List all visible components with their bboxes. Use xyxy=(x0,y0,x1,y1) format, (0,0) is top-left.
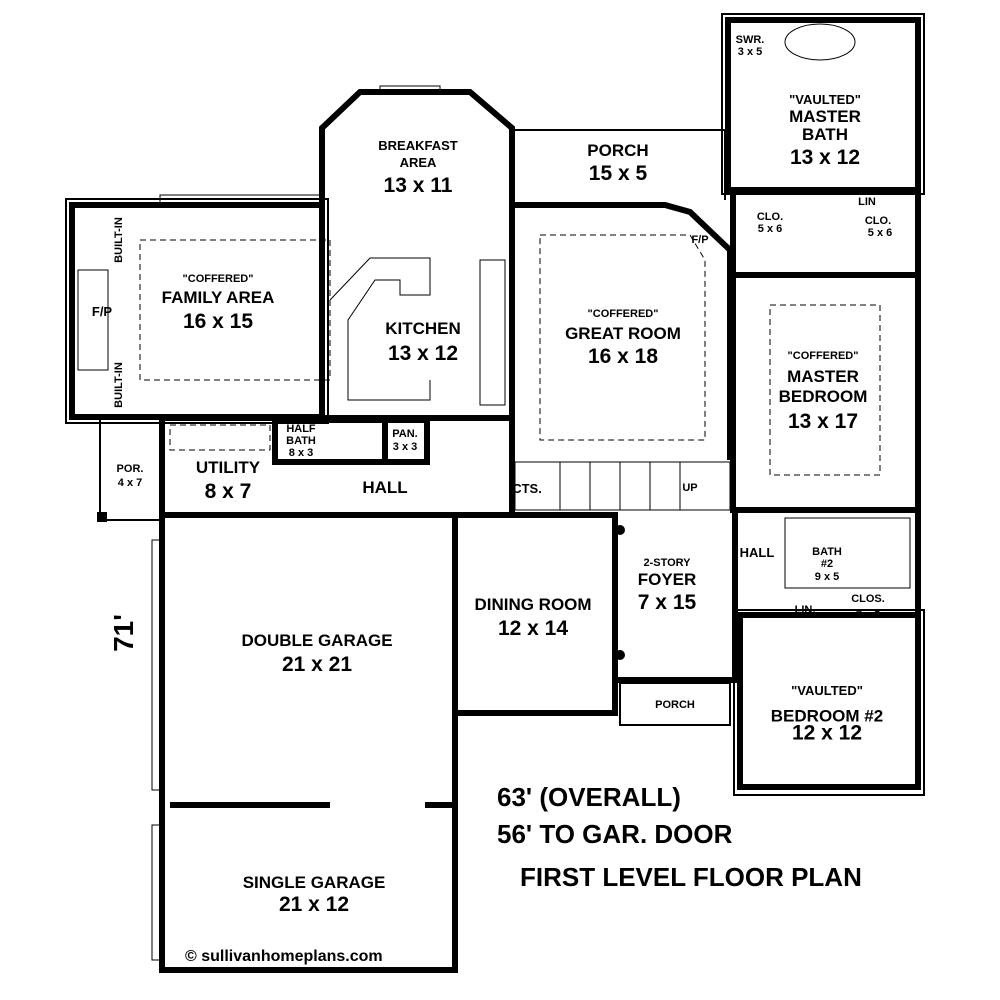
kitchen-size: 13 x 12 xyxy=(388,342,458,365)
hall2-label: HALL xyxy=(740,545,775,560)
great-size: 16 x 18 xyxy=(588,345,658,368)
master-bed-name2: BEDROOM xyxy=(779,387,868,406)
bed2-name: BEDROOM #2 xyxy=(771,706,883,725)
master-bed-name: MASTER xyxy=(787,367,859,386)
master-bath-name: MASTER xyxy=(789,107,861,126)
single-garage-size: 21 x 12 xyxy=(279,893,349,916)
master-bed-size: 13 x 17 xyxy=(788,410,858,433)
rear-porch-name: PORCH xyxy=(587,141,648,160)
overall-dimension: 63' (OVERALL) xyxy=(497,782,681,812)
pan-name: PAN. xyxy=(392,428,417,440)
double-garage-size: 21 x 21 xyxy=(282,653,352,676)
lin2-label: LIN. xyxy=(795,604,816,616)
master-bath-note: "VAULTED" xyxy=(789,92,861,107)
family-area-outline xyxy=(65,198,329,424)
bath2-fixtures xyxy=(784,517,911,589)
labels: BUILT-IN BUILT-IN F/P "COFFERED" FAMILY … xyxy=(92,34,892,965)
coffer-family xyxy=(139,239,331,381)
foyer-size: 7 x 15 xyxy=(638,591,697,614)
garage-door-double[interactable] xyxy=(151,539,163,791)
clo2-name: CLO. xyxy=(865,215,891,227)
window xyxy=(379,85,441,95)
half-bath-name2: BATH xyxy=(286,435,316,447)
clos-name: CLOS. xyxy=(851,593,885,605)
great-note: "COFFERED" xyxy=(588,308,659,320)
fireplace-left xyxy=(77,269,109,371)
double-garage-name: DOUBLE GARAGE xyxy=(241,631,392,650)
pantry-walls xyxy=(382,417,430,465)
garage-door-dimension: 56' TO GAR. DOOR xyxy=(497,819,733,849)
foyer-walls xyxy=(612,510,738,683)
copyright: © sullivanhomeplans.com xyxy=(185,948,383,965)
utility-size: 8 x 7 xyxy=(205,480,252,503)
bath2-name2: #2 xyxy=(821,558,833,570)
clo1-name: CLO. xyxy=(757,211,783,223)
stairs xyxy=(514,461,731,511)
bed2-note: "VAULTED" xyxy=(791,683,863,698)
clo2-size: 5 x 6 xyxy=(868,227,892,239)
foyer-note: 2-STORY xyxy=(643,557,691,569)
master-bath-name2: BATH xyxy=(802,125,848,144)
breakfast-size: 13 x 11 xyxy=(384,174,453,197)
front-porch-label: PORCH xyxy=(655,699,695,711)
swr-name: SWR. xyxy=(736,34,765,46)
dining-size: 12 x 14 xyxy=(498,617,568,640)
foyer-name: FOYER xyxy=(638,570,697,589)
great-name: GREAT ROOM xyxy=(565,324,681,343)
breakfast-walls xyxy=(319,89,515,210)
cts-label: CTS. xyxy=(512,481,542,496)
half-bath-name: HALF xyxy=(286,423,316,435)
swr-size: 3 x 5 xyxy=(738,46,762,58)
clos-size: 7 x 2 xyxy=(856,609,880,621)
front-porch-outline xyxy=(619,682,731,726)
breakfast-name2: AREA xyxy=(400,155,437,170)
family-size: 16 x 15 xyxy=(183,310,253,333)
fp-great-label: F/P xyxy=(691,234,708,246)
bath2-size: 9 x 5 xyxy=(815,571,839,583)
lin1-label: LIN xyxy=(858,196,876,208)
master-bed-note: "COFFERED" xyxy=(788,350,859,362)
kitchen-name: KITCHEN xyxy=(385,319,461,338)
rear-porch-size: 15 x 5 xyxy=(589,162,648,185)
por-name: POR. xyxy=(117,463,144,475)
stair-treads xyxy=(559,462,681,510)
pan-size: 3 x 3 xyxy=(393,441,417,453)
clo1-size: 5 x 6 xyxy=(758,223,782,235)
single-garage-name: SINGLE GARAGE xyxy=(243,873,386,892)
por-size: 4 x 7 xyxy=(118,477,142,489)
depth-dimension: 71' xyxy=(108,614,139,652)
bedroom2-walls xyxy=(737,612,921,790)
bed2-size: 12 x 12 xyxy=(792,722,862,745)
range-counter xyxy=(479,259,506,406)
dining-name: DINING ROOM xyxy=(474,595,591,614)
bath2-name: BATH xyxy=(812,546,842,558)
dining-walls xyxy=(452,512,618,716)
hall1-label: HALL xyxy=(362,478,407,497)
fp-left-label: F/P xyxy=(92,304,113,319)
kitchen-counter xyxy=(329,257,431,401)
master-bath-size: 13 x 12 xyxy=(790,146,860,169)
coffer-master xyxy=(769,304,881,476)
half-bath-size: 8 x 3 xyxy=(289,447,313,459)
family-note: "COFFERED" xyxy=(183,273,254,285)
walls xyxy=(65,13,925,973)
builtin-top-label: BUILT-IN xyxy=(113,217,125,263)
garage-door-single[interactable] xyxy=(151,824,163,961)
family-name: FAMILY AREA xyxy=(162,288,275,307)
up-label: UP xyxy=(682,482,697,494)
builtin-bottom-label: BUILT-IN xyxy=(113,362,125,408)
coffer-great xyxy=(539,234,706,441)
breakfast-name: BREAKFAST xyxy=(378,138,458,153)
utility-name: UTILITY xyxy=(196,458,261,477)
tub xyxy=(784,23,856,61)
plan-title: FIRST LEVEL FLOOR PLAN xyxy=(520,862,862,892)
